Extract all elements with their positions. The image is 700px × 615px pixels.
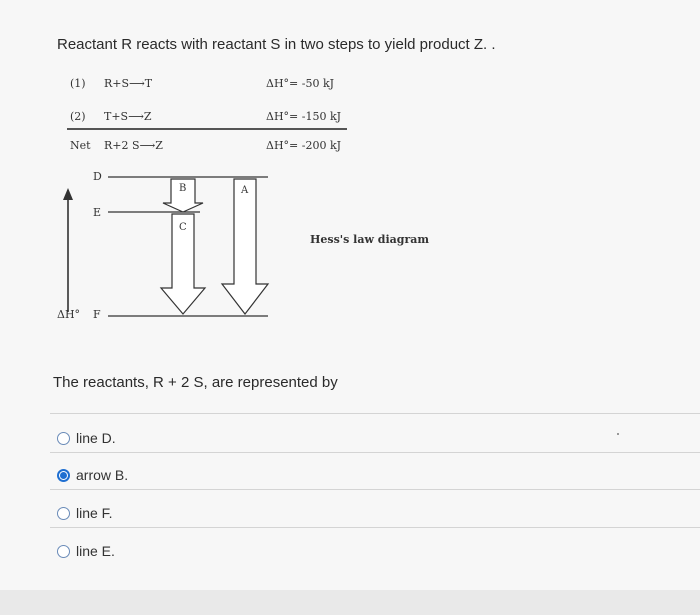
radio-button[interactable] — [57, 506, 70, 520]
option-line-f[interactable]: line F. — [57, 505, 113, 521]
hess-diagram — [63, 176, 270, 317]
option-line-d[interactable]: line D. — [57, 430, 116, 446]
arrow-a[interactable] — [220, 178, 270, 315]
reaction-1-enthalpy: ΔH°= -50 kJ — [266, 77, 335, 90]
prompt-text: The reactants, R + 2 S, are represented … — [53, 374, 338, 391]
question-text: Reactant R reacts with reactant S in two… — [57, 36, 496, 53]
radio-button[interactable] — [57, 544, 70, 558]
option-label: line F. — [76, 505, 113, 521]
divider — [50, 527, 700, 528]
option-line-e[interactable]: line E. — [57, 543, 115, 559]
arrow-c[interactable] — [159, 213, 207, 315]
option-arrow-b[interactable]: arrow B. — [57, 467, 128, 483]
reaction-2-enthalpy: ΔH°= -150 kJ — [266, 110, 342, 123]
reaction-net-equation: R+2 S⟶Z — [104, 139, 163, 152]
radio-button-selected[interactable] — [57, 468, 70, 482]
stray-dot — [617, 433, 619, 435]
arrow-b-label: B — [179, 183, 187, 194]
arrow-a-label: A — [241, 185, 249, 196]
level-label-e: E — [93, 206, 102, 219]
level-label-f: F — [93, 308, 101, 321]
option-label: arrow B. — [76, 467, 129, 483]
option-label: line D. — [76, 430, 116, 446]
reaction-net-enthalpy: ΔH°= -200 kJ — [266, 139, 342, 152]
reaction-1-label: (1) — [70, 77, 86, 90]
divider — [50, 489, 700, 490]
arrow-c-label: C — [179, 222, 187, 233]
divider — [50, 413, 700, 414]
reaction-2-label: (2) — [70, 110, 86, 123]
divider — [50, 452, 700, 453]
option-label: line E. — [76, 543, 115, 559]
reaction-2-equation: T+S⟶Z — [104, 110, 152, 123]
reaction-net-label: Net — [70, 139, 91, 152]
arrow-b[interactable] — [162, 178, 204, 213]
diagram-caption: Hess's law diagram — [310, 233, 430, 246]
enthalpy-axis-label: ΔH° — [57, 308, 81, 321]
reaction-1-equation: R+S⟶T — [104, 77, 153, 90]
sum-line — [67, 128, 347, 130]
enthalpy-axis-arrowhead — [63, 188, 73, 200]
level-label-d: D — [93, 170, 102, 183]
radio-button[interactable] — [57, 431, 70, 445]
question-card: Reactant R reacts with reactant S in two… — [0, 0, 700, 590]
